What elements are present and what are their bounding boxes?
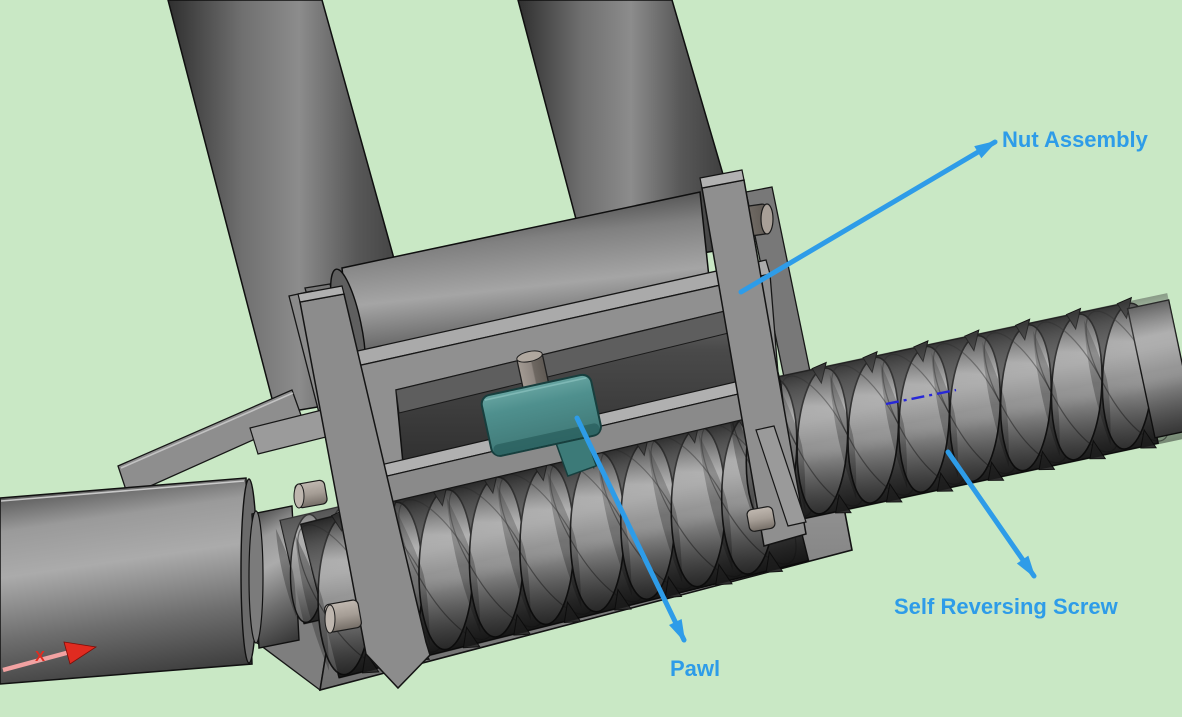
annotation-self-reversing-screw: Self Reversing Screw (894, 449, 1119, 619)
screw-centerline (885, 388, 957, 406)
axis-x-arrowhead (63, 641, 98, 665)
pawl[interactable] (473, 340, 610, 491)
nut-assembly-label: Nut Assembly (1002, 127, 1149, 152)
left-plate-stud-bottom (324, 599, 362, 634)
pawl-leader (574, 415, 687, 643)
left-side-plate[interactable] (293, 285, 431, 690)
right-side-plate[interactable] (699, 169, 807, 547)
self-reversing-screw-right[interactable] (710, 289, 1182, 538)
screw-leader (945, 449, 1037, 579)
annotation-pawl: Pawl (574, 415, 720, 681)
pawl-label: Pawl (670, 656, 720, 681)
right-plate-stud (746, 506, 776, 532)
left-plate-stud-top (293, 479, 328, 509)
self-reversing-screw-label: Self Reversing Screw (894, 594, 1119, 619)
axis-x-label: X (35, 648, 45, 665)
axis-triad: X (2, 641, 98, 673)
annotation-nut-assembly: Nut Assembly (738, 127, 1149, 295)
nut-assembly-leader (738, 139, 998, 295)
